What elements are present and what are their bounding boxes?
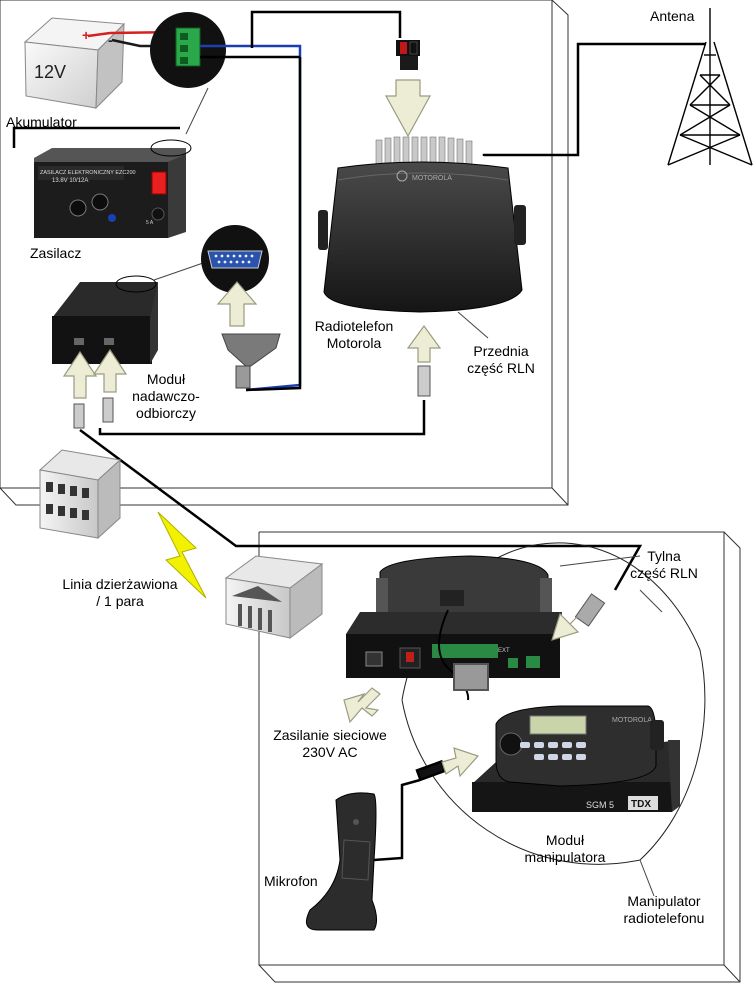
- arrow-rln-front: [406, 324, 442, 363]
- dsub-plug-icon: [221, 333, 281, 389]
- mic-cable: [373, 759, 447, 862]
- terminal-wires: [200, 10, 402, 392]
- lightning-icon: [157, 511, 207, 599]
- svg-text:+: +: [82, 27, 90, 43]
- rln-front-label: Przednia część RLN: [458, 343, 544, 377]
- radio-label-line2: Motorola: [326, 335, 382, 351]
- leased-line-label-line2: / 1 para: [96, 593, 144, 609]
- psu-brand-text: ZASILACZ ELEKTRONICZNY EZC200: [40, 170, 136, 176]
- console-radio-icon: MOTOROLA: [495, 705, 664, 787]
- building-right-icon: [224, 555, 324, 639]
- battery-label: Akumulator: [6, 114, 77, 130]
- rj-plug-icons: [73, 365, 431, 429]
- arrow-dsub-plug: [216, 281, 258, 327]
- power-plug-icon: [396, 40, 420, 70]
- arrow-mic-console: [441, 747, 480, 778]
- power-supply-label: Zasilacz: [30, 245, 82, 261]
- terminal-block-icon: [150, 12, 226, 88]
- svg-text:5 A: 5 A: [146, 220, 154, 226]
- psu-feed-wire: [12, 126, 180, 148]
- dsub-callout-line: [153, 261, 207, 281]
- arrow-rj-right: [92, 348, 128, 393]
- arrow-mains: [343, 687, 381, 724]
- console-label-line1: Manipulator: [627, 893, 701, 909]
- phone-wires: [79, 400, 643, 591]
- psu-spec-text: 13.8V 10/12A: [52, 178, 88, 184]
- motorola-radio-icon: MOTOROLA: [318, 161, 526, 313]
- mains-label-line2: 230V AC: [302, 744, 358, 760]
- transceiver-module-label: Moduł nadawczo- odbiorczy: [118, 371, 214, 422]
- radio-label-line1: Radiotelefon: [314, 318, 394, 334]
- rln-front-label-line2: część RLN: [467, 360, 535, 376]
- mains-label-line1: Zasilanie sieciowe: [273, 727, 387, 743]
- power-supply-icon: ZASILACZ ELEKTRONICZNY EZC200 13.8V 10/1…: [34, 148, 186, 238]
- leased-line-label-line1: Linia dzierżawiona: [62, 576, 178, 592]
- rln-rear-label-line1: Tylna: [647, 548, 681, 564]
- lower-site-frame: [258, 531, 741, 983]
- transceiver-module-label-line1: Moduł: [146, 371, 186, 387]
- ext-port-text: EXT: [498, 648, 510, 654]
- microphone-label: Mikrofon: [264, 873, 318, 889]
- console-module-label-line1: Moduł: [545, 832, 585, 848]
- leased-line-label: Linia dzierżawiona / 1 para: [50, 576, 190, 610]
- arrow-plug-to-radio: [384, 79, 432, 138]
- transceiver-module-label-line3: odbiorczy: [136, 405, 196, 421]
- dsub-connector-icon: [201, 225, 269, 293]
- rln-rear-label: Tylna część RLN: [614, 548, 714, 582]
- console-label: Manipulator radiotelefonu: [604, 893, 724, 927]
- module-callout-highlight: [115, 275, 157, 293]
- upper-site-frame: [0, 0, 569, 506]
- transceiver-module-icon: [52, 282, 158, 364]
- rear-cables: [438, 609, 489, 701]
- radio-label: Radiotelefon Motorola: [306, 318, 402, 352]
- psu-terminal-highlight: [150, 139, 192, 157]
- indicator-arrows: [62, 79, 580, 778]
- transceiver-module-label-line2: nadawczo-: [132, 388, 200, 404]
- radio-heatsink-icon: [375, 136, 473, 171]
- tdx-logo-text: TDX: [631, 799, 651, 810]
- console-module-label-line2: manipulatora: [524, 849, 606, 865]
- arrow-rj-left: [62, 350, 98, 399]
- console-logo-text: MOTOROLA: [612, 717, 652, 724]
- microphone-icon: [305, 792, 378, 931]
- radio-logo-text: MOTOROLA: [412, 175, 452, 182]
- antenna-tower-icon: [667, 8, 753, 166]
- sgm-model-text: SGM 5: [586, 800, 614, 810]
- rear-radio-icon: [376, 555, 552, 621]
- rln-front-label-line1: Przednia: [473, 343, 529, 359]
- rln-rear-rj-plug-icon: [574, 593, 606, 627]
- console-label-line2: radiotelefonu: [623, 910, 705, 926]
- console-module-label: Moduł manipulatora: [512, 832, 618, 866]
- antenna-cable: [482, 42, 706, 157]
- lower-callout-lines: [559, 555, 663, 897]
- battery-voltage-label: 12V: [34, 62, 66, 82]
- svg-text:-: -: [108, 32, 113, 48]
- mains-label: Zasilanie sieciowe 230V AC: [256, 727, 404, 761]
- battery-icon: 12V + -: [23, 17, 126, 110]
- building-left-icon: [38, 449, 122, 540]
- arrow-rln-rear: [551, 612, 580, 641]
- rln-rear-label-line2: część RLN: [630, 565, 698, 581]
- rln-front-callout-line: [457, 311, 489, 339]
- antenna-label: Antena: [650, 8, 695, 24]
- psu-callout-line: [185, 87, 209, 135]
